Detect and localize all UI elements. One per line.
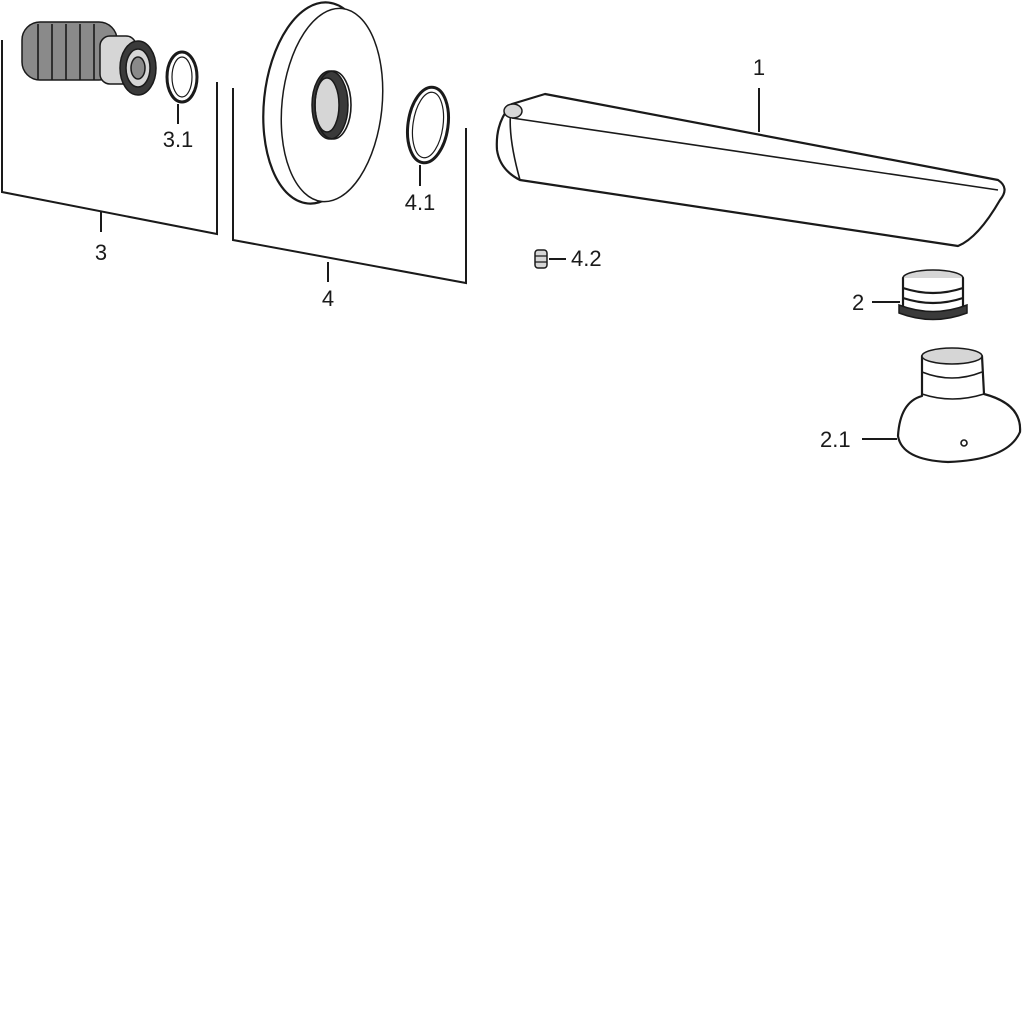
threaded-adapter (21, 21, 157, 96)
rosette-o-ring-callout: 4.1 (405, 190, 436, 215)
adapter-group-bracket (0, 40, 218, 236)
adapter-o-ring (165, 50, 199, 104)
rosette-o-ring (406, 85, 450, 165)
wall-rosette (262, 1, 384, 205)
aerator-callout: 2 (852, 290, 864, 315)
set-screw (534, 249, 548, 269)
adapter-group-callout: 3 (95, 240, 107, 265)
spout-callout: 1 (753, 55, 765, 80)
set-screw-callout: 4.2 (571, 246, 602, 271)
aerator-cap (896, 347, 1022, 464)
aerator-cap-callout: 2.1 (820, 427, 851, 452)
rosette-group-callout: 4 (322, 286, 334, 311)
rosette-group-bracket (232, 88, 467, 285)
spout (495, 92, 1006, 248)
adapter-o-ring-callout: 3.1 (163, 127, 194, 152)
aerator (898, 269, 968, 321)
